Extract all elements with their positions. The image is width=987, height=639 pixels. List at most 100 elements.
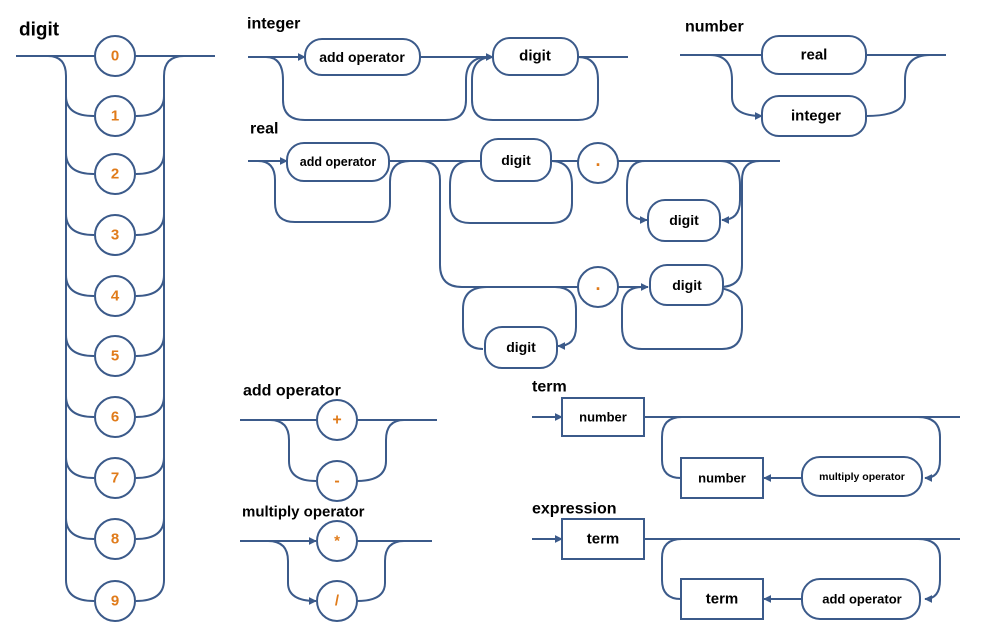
term-number-node bbox=[561, 397, 645, 437]
number-integer-node bbox=[761, 95, 867, 137]
digit-0-node bbox=[94, 35, 136, 77]
digit-7-label: 7 bbox=[111, 470, 119, 487]
add-operator-diagram: add operator + - bbox=[240, 383, 437, 502]
digit-right-rail bbox=[135, 55, 185, 602]
multiply-operator-title: multiply operator bbox=[242, 504, 365, 521]
add-operator-left-branch bbox=[269, 419, 317, 482]
real-bypass bbox=[257, 160, 411, 223]
expression-loop-term-node bbox=[680, 578, 764, 620]
real-point-label-2: . bbox=[595, 274, 600, 294]
real-diagram: real add operator digit . digit . digit … bbox=[248, 121, 780, 369]
integer-loop bbox=[471, 56, 599, 121]
multiply-operator-times-node bbox=[316, 520, 358, 562]
real-digit-node-2 bbox=[647, 199, 721, 242]
digit-1-node bbox=[94, 95, 136, 137]
multiply-operator-divide-node bbox=[316, 580, 358, 622]
expression-diagram: expression term term add operator bbox=[532, 501, 960, 620]
digit-9-label: 9 bbox=[111, 593, 119, 610]
expression-term-node bbox=[561, 518, 645, 560]
add-operator-minus-label: - bbox=[334, 473, 339, 490]
add-operator-plus-label: + bbox=[332, 412, 341, 429]
term-diagram: term number number multiply operator bbox=[532, 379, 960, 499]
number-integer-label: integer bbox=[791, 108, 841, 125]
real-fraction-loop bbox=[626, 160, 648, 224]
digit-diagram: digit 0 1 2 3 4 5 6 7 8 9 bbox=[16, 20, 215, 622]
digit-5-label: 5 bbox=[111, 348, 119, 365]
expression-loop-left bbox=[661, 538, 683, 600]
digit-2-node bbox=[94, 153, 136, 195]
expression-term-label: term bbox=[587, 531, 620, 548]
digit-4-label: 4 bbox=[111, 288, 120, 305]
real-add-operator-node bbox=[286, 142, 390, 182]
number-diagram: number real integer bbox=[680, 19, 946, 137]
expression-add-operator-label: add operator bbox=[822, 592, 901, 607]
real-fraction-loop-back bbox=[719, 160, 741, 224]
real-digit-node-1 bbox=[480, 138, 552, 182]
number-title: number bbox=[685, 19, 744, 36]
digit-6-label: 6 bbox=[111, 409, 119, 426]
digit-left-rail bbox=[47, 55, 95, 602]
integer-digit-node bbox=[492, 37, 579, 76]
multiply-operator-right-branch bbox=[356, 540, 405, 602]
term-number-label: number bbox=[579, 410, 627, 425]
add-operator-plus-node bbox=[316, 399, 358, 441]
real-add-operator-label: add operator bbox=[300, 155, 377, 169]
real-lower-fraction-loop bbox=[621, 286, 743, 350]
term-loop-left bbox=[661, 416, 683, 479]
digit-0-label: 0 bbox=[111, 48, 119, 65]
multiply-operator-times-label: * bbox=[334, 533, 340, 550]
real-leading-digit-loop bbox=[462, 286, 488, 350]
digit-7-node bbox=[94, 457, 136, 499]
term-multiply-operator-node bbox=[801, 456, 923, 497]
real-lower-branch bbox=[419, 160, 578, 288]
add-operator-minus-node bbox=[316, 460, 358, 502]
real-lower-rejoin bbox=[719, 160, 761, 288]
real-point-node-2 bbox=[577, 266, 619, 308]
integer-add-operator-label: add operator bbox=[319, 49, 405, 65]
integer-digit-label: digit bbox=[519, 48, 551, 65]
real-digit-label-1: digit bbox=[501, 152, 531, 168]
digit-6-node bbox=[94, 396, 136, 438]
integer-bypass bbox=[265, 56, 489, 121]
real-leading-digit-loop-back bbox=[554, 286, 577, 350]
real-digit-label-2: digit bbox=[669, 212, 699, 228]
term-loop-number-node bbox=[680, 457, 764, 499]
real-digit-label-4: digit bbox=[506, 339, 536, 355]
integer-title: integer bbox=[247, 16, 300, 33]
digit-3-label: 3 bbox=[111, 227, 119, 244]
digit-branches bbox=[65, 95, 165, 540]
expression-title: expression bbox=[532, 501, 616, 518]
add-operator-right-branch bbox=[356, 419, 405, 482]
expression-add-operator-node bbox=[801, 578, 921, 620]
multiply-operator-diagram: multiply operator * / bbox=[240, 504, 432, 622]
real-point-node-1 bbox=[577, 142, 619, 184]
expression-loop-right bbox=[917, 538, 941, 603]
integer-add-operator-node bbox=[304, 38, 421, 76]
number-left-branch bbox=[709, 54, 763, 120]
digit-1-label: 1 bbox=[111, 108, 119, 125]
integer-diagram: integer add operator digit bbox=[247, 16, 628, 121]
digit-3-node bbox=[94, 214, 136, 256]
real-digit-label-3: digit bbox=[672, 277, 702, 293]
term-loop-number-label: number bbox=[698, 471, 746, 486]
number-real-label: real bbox=[801, 47, 828, 64]
term-multiply-operator-label: multiply operator bbox=[819, 471, 905, 483]
real-digit-node-4 bbox=[484, 326, 558, 369]
digit-title: digit bbox=[19, 20, 60, 41]
real-title: real bbox=[250, 121, 278, 138]
real-digit-node-3 bbox=[649, 264, 724, 306]
digit-8-label: 8 bbox=[111, 531, 119, 548]
number-right-branch bbox=[865, 54, 931, 117]
real-point-label-1: . bbox=[595, 150, 600, 170]
add-operator-title: add operator bbox=[243, 383, 341, 400]
digit-9-node bbox=[94, 580, 136, 622]
term-title: term bbox=[532, 379, 567, 396]
digit-4-node bbox=[94, 275, 136, 317]
real-upper-digit-loop bbox=[449, 160, 573, 224]
number-real-node bbox=[761, 35, 867, 75]
multiply-operator-left-branch bbox=[267, 540, 317, 605]
digit-5-node bbox=[94, 335, 136, 377]
expression-loop-term-label: term bbox=[706, 591, 739, 608]
term-loop-right bbox=[917, 416, 941, 482]
